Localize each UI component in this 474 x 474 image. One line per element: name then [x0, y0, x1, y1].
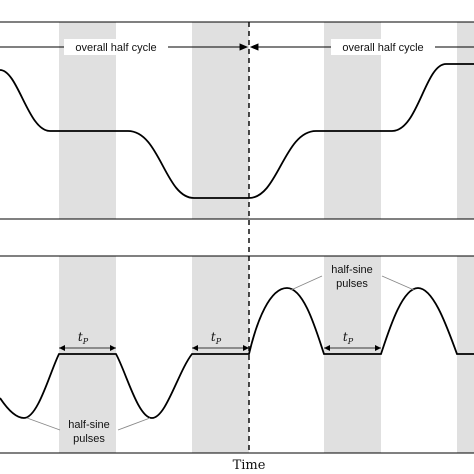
upper-half-sine-label-2: pulses	[336, 278, 368, 290]
tp-marker-1: tP	[59, 330, 116, 351]
bottom-shaded-intervals	[59, 256, 474, 453]
tp-label: tP	[211, 330, 222, 346]
lower-callout-leaders	[26, 417, 151, 431]
upper-half-sine-label-1: half-sine	[331, 264, 373, 276]
lower-half-sine-label-1: half-sine	[68, 419, 110, 431]
lower-half-sine-label-2: pulses	[73, 433, 105, 445]
left-half-cycle-label: overall half cycle	[75, 42, 156, 54]
shade-band	[457, 22, 474, 219]
right-half-cycle-label: overall half cycle	[342, 42, 423, 54]
upper-callout-leaders	[290, 275, 415, 291]
top-waveform	[0, 63, 474, 199]
tp-label: tP	[78, 330, 89, 346]
x-axis-label: Time	[233, 458, 266, 473]
right-label-bg	[331, 39, 435, 55]
bottom-waveform	[0, 287, 474, 419]
shade-band	[192, 22, 249, 219]
tp-label: tP	[343, 330, 354, 346]
tp-marker-2: tP	[192, 330, 249, 351]
left-label-bg	[64, 39, 168, 55]
tp-marker-3: tP	[324, 330, 381, 351]
